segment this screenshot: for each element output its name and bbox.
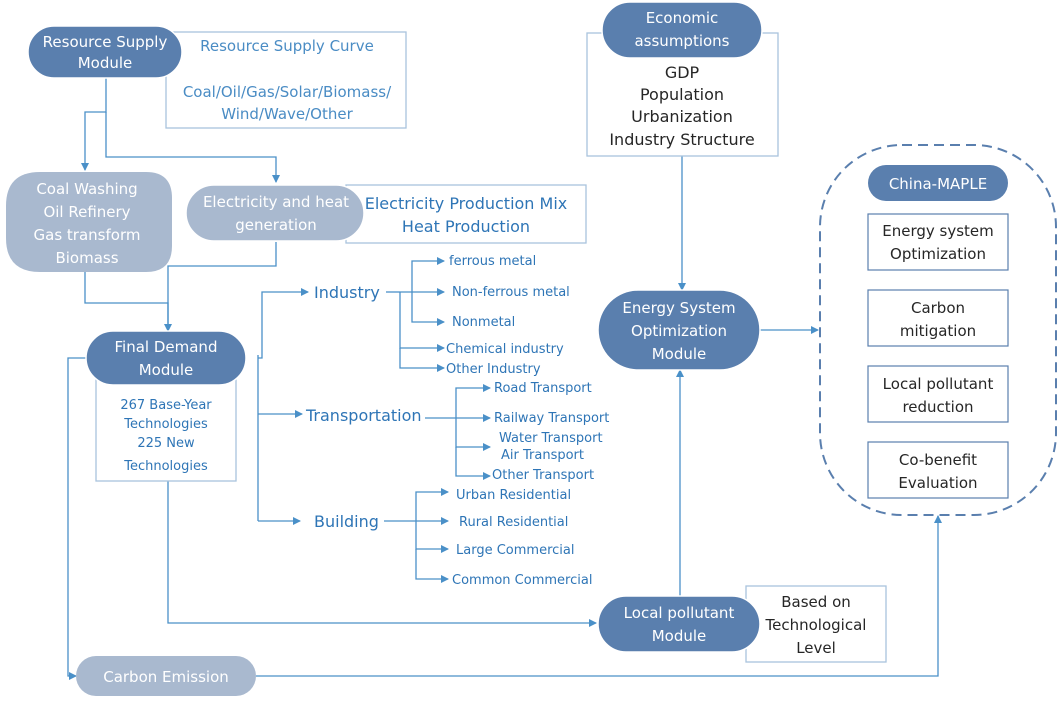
technologies-line-0: 267 Base-Year [120,398,212,413]
building-item-3: Common Commercial [452,573,592,588]
maple-dashed-boundary [819,144,1057,516]
transport-item-4: Other Transport [492,468,594,483]
arrow-building-3 [415,521,449,553]
coal-washing-module [6,172,172,272]
tech-level-box [745,585,887,663]
technologies-line-1: Technologies [123,417,208,432]
local-pollutant-module [597,595,761,653]
economic-module [601,1,763,59]
arrow-electricity-to-final [167,242,277,331]
technologies-line-2: 225 New [137,436,195,451]
industry-item-2: Nonmetal [452,315,515,330]
maple-box-1-line1: Carbon [911,299,965,317]
industry-item-4: Other Industry [446,362,541,377]
local-pollutant-line2: Module [652,627,707,645]
arrow-industry-5 [399,348,445,372]
arrow-transport-5 [455,447,491,480]
technologies-line-3: Technologies [123,459,208,474]
final-demand-module [85,330,247,386]
industry-item-1: Non-ferrous metal [452,285,570,300]
economic-line1: Economic [646,9,719,27]
economic-line2: assumptions [634,32,729,50]
maple-box-0 [867,213,1009,271]
resource-supply-line1: Resource Supply [43,33,168,51]
local-pollutant-line1: Local pollutant [624,604,735,622]
electricity-box-line2: Heat Production [402,217,530,236]
arrow-to-industry [258,288,309,359]
maple-box-2 [867,365,1009,423]
electricity-line1: Electricity and heat [203,193,349,211]
transport-item-1: Railway Transport [494,411,609,426]
economic-item-3: Industry Structure [609,130,754,149]
maple-box-1-line2: mitigation [900,322,976,340]
industry-item-0: ferrous metal [449,254,536,269]
coal-washing-item-3: Biomass [55,249,118,267]
carbon-emission-label: Carbon Emission [103,668,229,686]
carbon-emission-module [76,656,256,696]
transport-item-3: Air Transport [501,448,584,463]
economic-item-1: Population [640,85,724,104]
building-item-1: Rural Residential [459,515,568,530]
electricity-line2: generation [235,216,317,234]
arrow-final-to-carbon [67,357,96,680]
electricity-box [345,184,587,244]
arrow-transport-3 [455,418,491,451]
eso-module [597,289,761,371]
sector-transportation: Transportation [305,406,422,425]
maple-box-0-line2: Optimization [890,245,986,263]
resource-curve-title: Resource Supply Curve [200,37,374,55]
eso-line3: Module [652,345,707,363]
resource-curve-box [165,31,407,129]
industry-item-3: Chemical industry [446,342,564,357]
arrow-building-4 [415,549,449,583]
eso-line2: Optimization [631,322,727,340]
coal-washing-item-0: Coal Washing [36,180,137,198]
arrow-carbon-to-maple [256,515,942,677]
arrow-industry-4 [399,292,445,352]
tech-level-line1: Based on [781,593,851,611]
arrow-coal-to-final [84,272,172,332]
maple-title: China-MAPLE [889,175,987,193]
coal-washing-item-2: Gas transform [34,226,141,244]
arrow-resource-to-coal [81,76,107,171]
sector-building: Building [314,512,379,531]
tech-level-line3: Level [796,639,836,657]
maple-box-2-line1: Local pollutant [883,375,994,393]
eso-line1: Energy System [622,299,735,317]
arrow-building-1 [415,488,449,521]
resource-curve-line2: Wind/Wave/Other [221,105,353,123]
arrow-resource-to-electricity [105,112,280,183]
final-demand-line1: Final Demand [115,338,218,356]
maple-box-3-line2: Evaluation [898,474,977,492]
electricity-box-line1: Electricity Production Mix [365,194,568,213]
connectors [67,76,942,680]
arrow-transport-1 [455,384,491,418]
maple-box-2-line2: reduction [902,398,973,416]
arrow-industry-1 [400,257,445,293]
economic-item-2: Urbanization [631,107,733,126]
maple-box-1 [867,289,1009,347]
economic-item-0: GDP [665,63,700,82]
transport-item-2: Water Transport [499,431,603,446]
tech-level-line2: Technological [765,616,867,634]
maple-box-3-line1: Co-benefit [899,451,977,469]
resource-curve-line1: Coal/Oil/Gas/Solar/Biomass/ [183,83,392,101]
sector-industry: Industry [314,283,380,302]
resource-supply-line2: Module [78,54,133,72]
coal-washing-item-1: Oil Refinery [43,203,130,221]
building-item-2: Large Commercial [456,543,574,558]
maple-box-3 [867,441,1009,499]
arrow-industry-3 [411,292,445,326]
building-item-0: Urban Residential [456,488,571,503]
maple-box-0-line1: Energy system [882,222,994,240]
electricity-module [185,184,365,242]
maple-title-pill [868,165,1008,201]
final-demand-line2: Module [139,361,194,379]
transport-item-0: Road Transport [494,381,592,396]
resource-supply-module [27,25,183,79]
